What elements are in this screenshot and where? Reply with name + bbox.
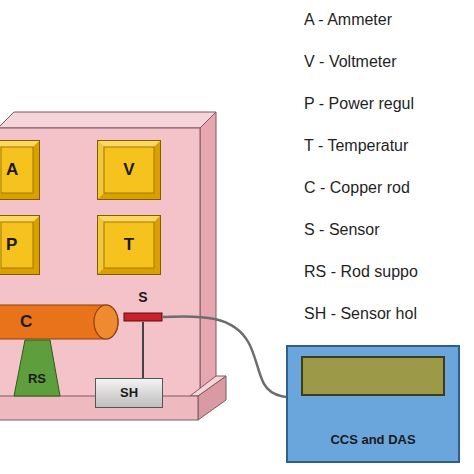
- bevel-light: [0, 216, 39, 222]
- meter-box: A: [0, 140, 40, 200]
- device-display: [302, 357, 444, 395]
- meter-box: P: [0, 215, 40, 275]
- bevel-light: [0, 141, 39, 147]
- bevel-face: [1, 147, 33, 193]
- rod-body: [0, 305, 118, 339]
- node-label: C: [20, 313, 32, 332]
- device-body: [287, 346, 459, 462]
- bevel-light: [98, 141, 160, 147]
- panel-side: [200, 112, 216, 398]
- ccs-das-unit: CCS and DAS: [286, 345, 460, 463]
- panel-top: [0, 112, 216, 128]
- bevel-light: [98, 141, 104, 199]
- node-label: A: [6, 161, 18, 180]
- sensor-holder: SH: [95, 378, 163, 408]
- node-label: RS: [28, 372, 46, 386]
- key-entry: P - Power regul: [304, 94, 414, 113]
- key-entry: RS - Rod suppo: [304, 262, 418, 281]
- bevel-frame: [0, 216, 40, 275]
- meter-box: V: [97, 140, 161, 200]
- copper-rod-shape: [0, 304, 120, 340]
- bevel-face: [104, 147, 154, 193]
- meter-box: T: [97, 215, 161, 275]
- sensor-cable: [163, 316, 286, 397]
- key-entry: S - Sensor: [304, 220, 380, 239]
- base-top: [190, 376, 226, 396]
- sensor: S: [123, 290, 163, 322]
- key-entry: A - Ammeter: [304, 10, 392, 29]
- bevel-frame: [98, 216, 161, 275]
- key-entry: T - Temperatur: [304, 136, 408, 155]
- node-label: T: [124, 236, 134, 255]
- holder-body: [96, 379, 163, 408]
- key-entry: V - Voltmeter: [304, 52, 396, 71]
- sensor-stem: [142, 322, 144, 378]
- copper-rod: C: [0, 304, 120, 340]
- sensor-tip: [124, 313, 162, 321]
- node-label: P: [6, 236, 17, 255]
- bevel-light: [98, 216, 104, 274]
- bevel-face: [1, 222, 33, 268]
- rod-support: RS: [14, 340, 60, 396]
- node-label: CCS and DAS: [330, 433, 415, 447]
- node-label: S: [138, 290, 147, 305]
- key-entry: C - Copper rod: [304, 178, 410, 197]
- node-label: V: [123, 161, 134, 180]
- key-entry: SH - Sensor hol: [304, 304, 417, 323]
- node-label: SH: [120, 386, 138, 400]
- rod-support-shape: [14, 340, 60, 396]
- bevel-light: [98, 216, 160, 222]
- bevel-frame: [0, 141, 40, 200]
- bevel-face: [104, 222, 154, 268]
- rod-end: [94, 305, 118, 339]
- bevel-frame: [98, 141, 161, 200]
- support-body: [14, 340, 60, 396]
- panel-front: [0, 128, 200, 398]
